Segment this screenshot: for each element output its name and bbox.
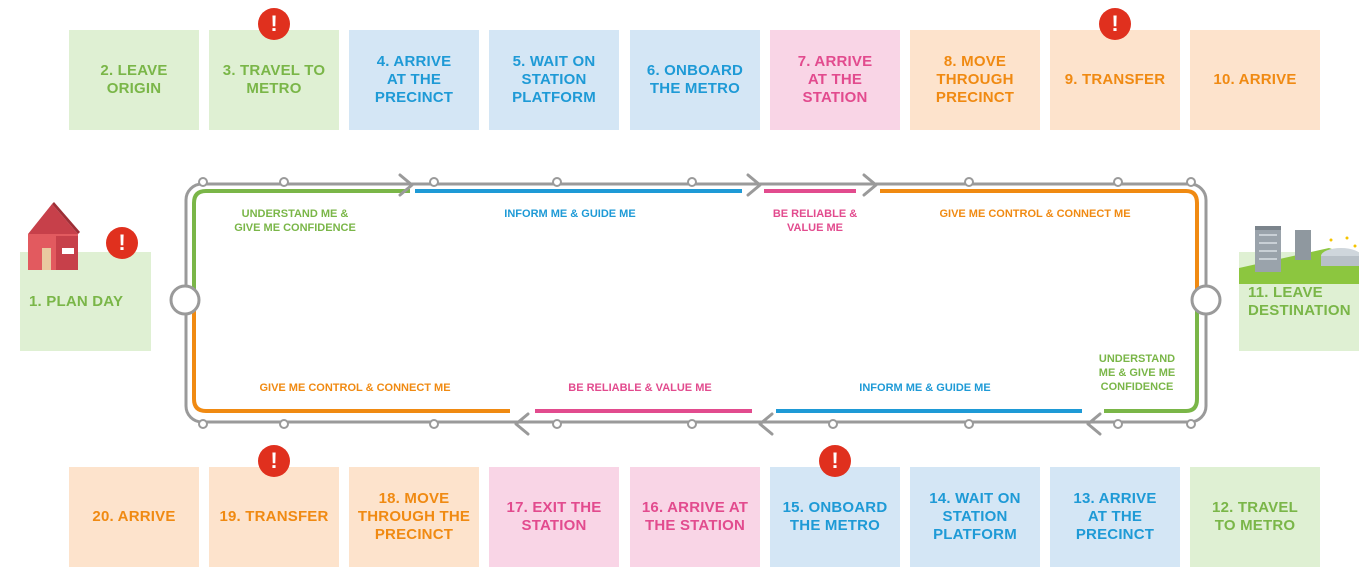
step-label: 4. ARRIVE AT THE PRECINCT bbox=[374, 53, 454, 106]
step-box: 13. ARRIVE AT THE PRECINCT bbox=[1050, 467, 1180, 567]
step-box: 6. ONBOARD THE METRO bbox=[630, 30, 760, 130]
station-dot bbox=[964, 177, 974, 187]
station-dot bbox=[828, 419, 838, 429]
station-dot bbox=[1113, 177, 1123, 187]
lane-label: INFORM ME & GUIDE ME bbox=[859, 382, 991, 394]
chevron-right-icon bbox=[862, 173, 878, 197]
alert-icon: ! bbox=[258, 445, 290, 477]
lane-label: UNDERSTAND ME & GIVE ME CONFIDENCE bbox=[1098, 353, 1176, 393]
house-icon bbox=[28, 202, 80, 270]
lane-label: BE RELIABLE & VALUE ME bbox=[568, 382, 712, 394]
alert-icon: ! bbox=[1099, 8, 1131, 40]
chevron-left-icon bbox=[758, 412, 774, 436]
step-label: 2. LEAVE ORIGIN bbox=[100, 62, 168, 97]
station-dot bbox=[687, 177, 697, 187]
station-dot bbox=[1113, 419, 1123, 429]
step-box: 19. TRANSFER bbox=[209, 467, 339, 567]
terminal-circle-end bbox=[1190, 284, 1222, 316]
step-box: 10. ARRIVE bbox=[1190, 30, 1320, 130]
station-dot bbox=[687, 419, 697, 429]
step-box: 15. ONBOARD THE METRO bbox=[770, 467, 900, 567]
step-label: 3. TRAVEL TO METRO bbox=[222, 62, 326, 97]
step-box: 5. WAIT ON STATION PLATFORM bbox=[489, 30, 619, 130]
station-dot bbox=[198, 419, 208, 429]
segment-green-top bbox=[192, 189, 410, 300]
step-box: 7. ARRIVE AT THE STATION bbox=[770, 30, 900, 130]
step-label: 17. EXIT THE STATION bbox=[506, 499, 602, 534]
step-label: 5. WAIT ON STATION PLATFORM bbox=[512, 53, 596, 106]
step-box: 16. ARRIVE AT THE STATION bbox=[630, 467, 760, 567]
alert-icon: ! bbox=[819, 445, 851, 477]
step-box: 2. LEAVE ORIGIN bbox=[69, 30, 199, 130]
step-box: 4. ARRIVE AT THE PRECINCT bbox=[349, 30, 479, 130]
lane-label: INFORM ME & GUIDE ME bbox=[504, 208, 636, 220]
lane-label: GIVE ME CONTROL & CONNECT ME bbox=[259, 382, 451, 394]
station-dot bbox=[279, 419, 289, 429]
station-dot bbox=[964, 419, 974, 429]
alert-icon: ! bbox=[258, 8, 290, 40]
segment-green-bottom bbox=[1104, 300, 1199, 413]
station-dot bbox=[198, 177, 208, 187]
step-box: 17. EXIT THE STATION bbox=[489, 467, 619, 567]
station-dot bbox=[552, 419, 562, 429]
station-dot bbox=[1186, 419, 1196, 429]
step-label: 10. ARRIVE bbox=[1213, 71, 1297, 88]
step-box: 8. MOVE THROUGH PRECINCT bbox=[910, 30, 1040, 130]
step-label: 13. ARRIVE AT THE PRECINCT bbox=[1073, 490, 1157, 543]
lane-label: BE RELIABLE & VALUE ME bbox=[772, 208, 858, 234]
chevron-right-icon bbox=[746, 173, 762, 197]
terminal-circle-start bbox=[169, 284, 201, 316]
station-dot bbox=[429, 419, 439, 429]
step-label: 14. WAIT ON STATION PLATFORM bbox=[929, 490, 1021, 543]
step-box: 12. TRAVEL TO METRO bbox=[1190, 467, 1320, 567]
step-label: 1. PLAN DAY bbox=[29, 292, 124, 310]
chevron-left-icon bbox=[514, 412, 530, 436]
alert-icon: ! bbox=[106, 227, 138, 259]
lane-label: UNDERSTAND ME & GIVE ME CONFIDENCE bbox=[234, 208, 356, 234]
step-label: 19. TRANSFER bbox=[219, 508, 329, 525]
step-label: 16. ARRIVE AT THE STATION bbox=[641, 499, 749, 534]
city-buildings-icon bbox=[1239, 226, 1359, 284]
step-label: 18. MOVE THROUGH THE PRECINCT bbox=[357, 490, 471, 543]
step-label: 8. MOVE THROUGH PRECINCT bbox=[935, 53, 1015, 106]
segment-orange-bottom bbox=[192, 300, 510, 413]
station-dot bbox=[429, 177, 439, 187]
step-box: 3. TRAVEL TO METRO bbox=[209, 30, 339, 130]
step-label: 12. TRAVEL TO METRO bbox=[1212, 499, 1298, 534]
step-label: 11. LEAVE DESTINATION bbox=[1248, 283, 1351, 319]
step-box: 20. ARRIVE bbox=[69, 467, 199, 567]
step-label: 9. TRANSFER bbox=[1064, 71, 1166, 88]
step-box: 9. TRANSFER bbox=[1050, 30, 1180, 130]
chevron-right-icon bbox=[398, 173, 414, 197]
station-dot bbox=[1186, 177, 1196, 187]
step-box: 14. WAIT ON STATION PLATFORM bbox=[910, 467, 1040, 567]
step-box: 18. MOVE THROUGH THE PRECINCT bbox=[349, 467, 479, 567]
station-dot bbox=[552, 177, 562, 187]
segment-orange-top bbox=[880, 189, 1199, 300]
step-label: 15. ONBOARD THE METRO bbox=[782, 499, 888, 534]
station-dot bbox=[279, 177, 289, 187]
step-label: 6. ONBOARD THE METRO bbox=[646, 62, 744, 97]
chevron-left-icon bbox=[1086, 412, 1102, 436]
step-label: 20. ARRIVE bbox=[92, 508, 176, 525]
lane-label: GIVE ME CONTROL & CONNECT ME bbox=[939, 208, 1131, 220]
step-label: 7. ARRIVE AT THE STATION bbox=[797, 53, 873, 106]
